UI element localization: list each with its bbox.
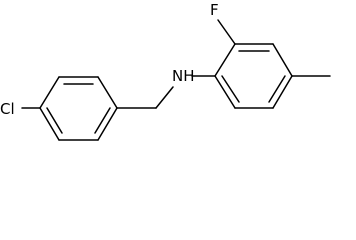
fluorine-bond	[217, 19, 236, 45]
ring-bond	[97, 76, 118, 109]
amine-label: NH	[172, 67, 195, 85]
chlorophenyl-ring	[39, 76, 118, 141]
fluoromethylphenyl-ring	[214, 43, 293, 109]
ring-bond	[272, 75, 293, 109]
ring-double-bond	[221, 75, 240, 103]
ring-bond	[214, 75, 236, 109]
ring-bond	[272, 43, 293, 77]
ring-double-bond	[268, 75, 286, 103]
molecule-canvas: Cl NH F	[0, 1, 331, 141]
ring-double-bond	[94, 107, 111, 134]
ring-bond	[39, 76, 60, 109]
ring-bond	[97, 107, 118, 141]
structure-diagram: Cl NH F	[0, 1, 331, 141]
ring-bond	[39, 107, 60, 141]
ring-bond	[214, 43, 236, 77]
chlorine-label: Cl	[0, 100, 15, 118]
fluorine-label: F	[210, 1, 219, 19]
ring-double-bond	[46, 107, 63, 134]
amine-bond-left	[155, 86, 174, 109]
